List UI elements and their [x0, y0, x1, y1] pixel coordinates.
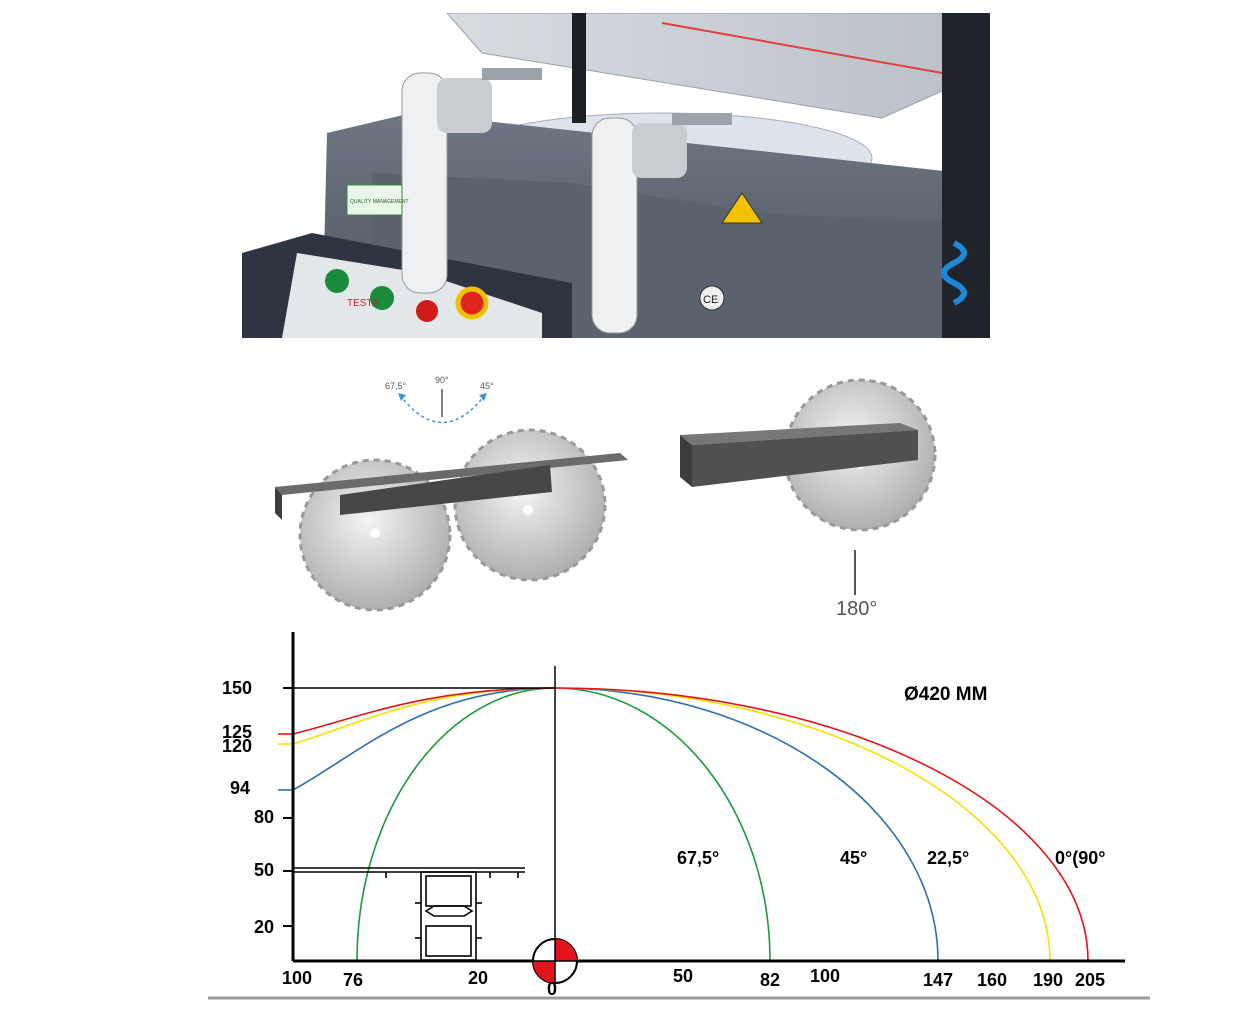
y-tick-label-20: 20	[254, 917, 274, 937]
y-tick-label-80: 80	[254, 807, 274, 827]
green-button-2	[370, 286, 394, 310]
saw-blade-right	[453, 428, 607, 582]
x-tick-label-20: 20	[468, 968, 488, 988]
x-tick-label-100-right: 100	[810, 966, 840, 986]
curve-1-left	[292, 687, 556, 791]
profile-section	[293, 867, 525, 961]
y-tick-label-150: 150	[222, 678, 252, 698]
warning-icon	[721, 192, 763, 224]
ce-mark: CE	[703, 294, 718, 306]
curve-2-right	[554, 687, 1051, 962]
scale-line	[661, 22, 943, 74]
red-button	[416, 300, 438, 322]
series-label-22-5: 22,5°	[927, 848, 969, 868]
air-hose	[941, 240, 967, 306]
machine-illustration: TESTA QUALITY MANAGEMENT CE	[242, 12, 990, 338]
workpiece-bar-back	[275, 453, 628, 495]
y-tick-label-94: 94	[230, 778, 250, 798]
emergency-stop-button	[455, 286, 489, 320]
left-clamp	[401, 72, 448, 294]
angle-label-bottom: 180°	[836, 598, 877, 620]
curve-2-left	[292, 687, 556, 745]
curve-0-left	[356, 687, 556, 962]
cutting-capacity-chart: 150 125 120 94 80 50 20 100 76 20 0 50 8…	[200, 628, 1160, 1013]
brand-logo: TESTA	[347, 298, 379, 309]
x-tick-label-76: 76	[343, 970, 363, 990]
workpiece-bar-single	[680, 435, 692, 487]
curve-3-right	[554, 687, 1089, 962]
x-tick-label-100-left: 100	[282, 968, 312, 988]
quality-badge-text: QUALITY MANAGEMENT	[350, 199, 409, 205]
series-label-0: 0°(90°	[1055, 848, 1105, 868]
machine-photo: TESTA QUALITY MANAGEMENT CE	[242, 12, 990, 338]
x-tick-label-190: 190	[1033, 970, 1063, 990]
green-button	[325, 269, 349, 293]
y-tick-label-125: 125	[222, 722, 252, 742]
x-tick-label-160: 160	[977, 970, 1007, 990]
workpiece-bar-front	[340, 465, 552, 515]
series-label-67-5: 67,5°	[677, 848, 719, 868]
quality-badge	[346, 184, 403, 216]
angle-label-left: 67,5°	[385, 381, 407, 391]
angle-arc	[399, 394, 486, 424]
origin-marker	[532, 938, 578, 984]
x-tick-label-50: 50	[673, 966, 693, 986]
angle-label-right: 45°	[480, 381, 494, 391]
blade-angle-diagram: 67,5° 90° 45° 180°	[260, 365, 980, 625]
angle-label-center: 90°	[435, 375, 449, 385]
blade-diameter-label: Ø420 MM	[904, 684, 987, 705]
y-tick-label-120: 120	[222, 736, 252, 756]
curve-0-right	[554, 687, 771, 962]
y-tick-label-50: 50	[254, 860, 274, 880]
right-clamp	[591, 117, 638, 334]
curve-3-left	[292, 687, 556, 735]
blade-arm	[572, 13, 586, 123]
series-label-45: 45°	[840, 848, 867, 868]
x-tick-label-205: 205	[1075, 970, 1105, 990]
curve-1-right	[554, 687, 939, 962]
x-tick-label-0: 0	[547, 979, 557, 999]
x-tick-label-82: 82	[760, 970, 780, 990]
x-tick-label-147: 147	[923, 970, 953, 990]
